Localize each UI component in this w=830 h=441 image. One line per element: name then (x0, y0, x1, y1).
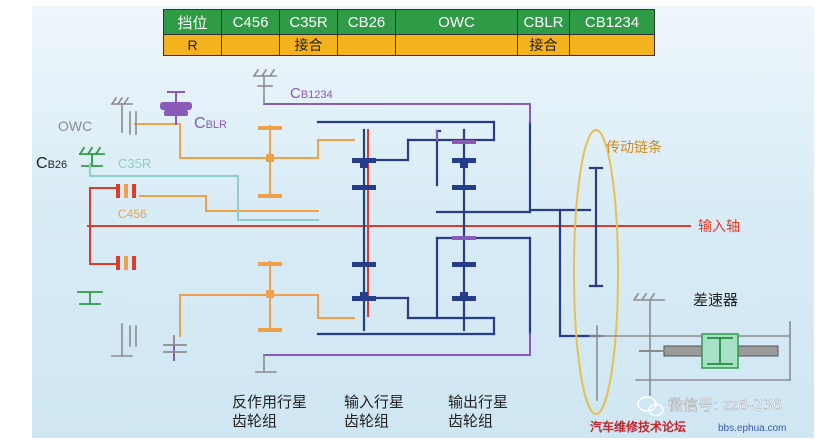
differential-housing (589, 292, 791, 401)
cblr-lower-brake-symbol (163, 335, 187, 353)
label-cb26-c: C (36, 155, 48, 172)
watermark-forum: 汽车维修技术论坛 (590, 419, 686, 434)
c35r-shaft (89, 175, 319, 221)
diagram-background (32, 6, 814, 438)
label-cb26-sub: B26 (48, 159, 68, 171)
input-shaft (87, 129, 691, 317)
drive-chain (573, 129, 619, 415)
differential-gear (663, 333, 779, 369)
shift-table: 挡位 C456 C35R CB26 OWC CBLR CB1234 R 接合 接… (163, 9, 655, 56)
label-cb1234: CB1234 (290, 85, 333, 102)
orange-pinions (258, 126, 282, 332)
cb1234-shaft (173, 103, 531, 361)
label-c456: C456 (118, 207, 147, 221)
cb1234-lower-brake-symbol (255, 354, 277, 373)
header-c456: C456 (221, 9, 280, 35)
label-cblr: CBLR (194, 115, 227, 132)
watermark-wechat: 微信号: zz8-236 (668, 396, 782, 414)
cell-c456 (221, 34, 280, 56)
shift-table-row-r: R 接合 接合 (163, 34, 655, 56)
owc-lower-symbol (111, 323, 137, 357)
purple-pinions (452, 140, 476, 240)
label-reaction-set-line1: 反作用行星 (232, 393, 307, 411)
owc-symbol (110, 96, 137, 135)
cell-owc (395, 34, 518, 56)
label-cb1234-sub: B1234 (301, 89, 333, 101)
label-cblr-sub: BLR (206, 119, 227, 131)
label-output-set-line1: 输出行星 (448, 393, 508, 411)
label-c35r: C35R (118, 156, 151, 171)
reaction-carrier-shaft (134, 123, 355, 337)
header-gear: 挡位 (163, 9, 222, 35)
navy-pinions (352, 158, 476, 301)
cb26-lower-brake-symbol (77, 291, 103, 305)
label-cb26: CB26 (36, 155, 67, 172)
header-cb26: CB26 (337, 9, 396, 35)
c456-clutch-symbol (116, 184, 136, 270)
label-chain: 传动链条 (606, 139, 662, 156)
cblr-brake-symbol (160, 91, 192, 116)
header-owc: OWC (395, 9, 518, 35)
label-output-set-line2: 齿轮组 (448, 412, 493, 430)
header-cblr: CBLR (517, 9, 570, 35)
cell-cblr: 接合 (517, 34, 570, 56)
label-owc: OWC (58, 118, 92, 134)
label-reaction-set-line2: 齿轮组 (232, 412, 277, 430)
header-cb1234: CB1234 (569, 9, 655, 35)
cell-cb1234 (569, 34, 655, 56)
shift-table-header: 挡位 C456 C35R CB26 OWC CBLR CB1234 (163, 9, 655, 35)
cell-c35r: 接合 (279, 34, 338, 56)
wechat-icon (637, 396, 664, 417)
label-differential: 差速器 (693, 291, 738, 309)
watermark-site: bbs.ephua.com (718, 423, 786, 434)
label-cb1234-c: C (290, 85, 301, 102)
label-input-set-line1: 输入行星 (344, 393, 404, 411)
cb1234-brake-symbol (252, 68, 277, 105)
label-input-set-line2: 齿轮组 (344, 412, 389, 430)
label-input-shaft: 输入轴 (698, 219, 740, 235)
cb26-brake-symbol (78, 146, 105, 167)
label-cblr-c: C (194, 115, 206, 132)
navy-planet-sets (316, 120, 604, 338)
